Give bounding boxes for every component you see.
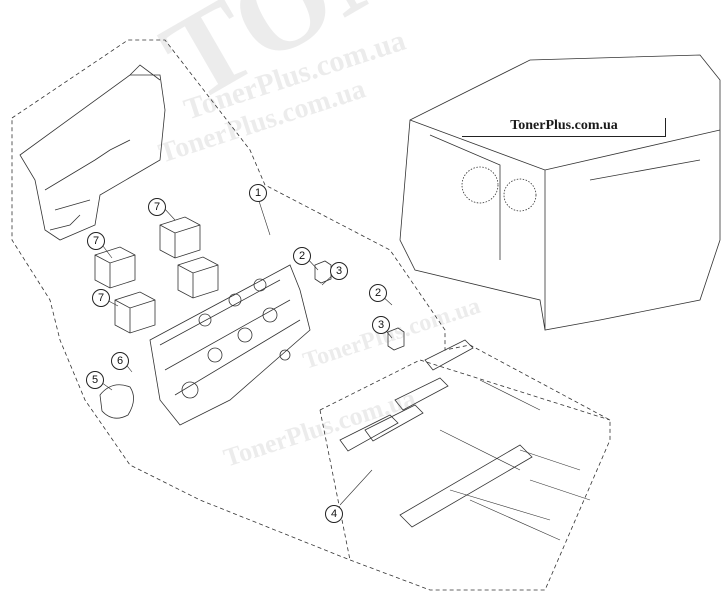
printer-body	[399, 54, 721, 331]
leader-lines	[97, 197, 393, 506]
sensor-unit-a	[314, 260, 332, 284]
callout-7: 7	[148, 198, 166, 216]
assembly-boundary-dashed	[11, 39, 611, 591]
top-bracket-frame	[19, 64, 166, 241]
sub-boundary-dashed	[319, 359, 611, 561]
stepper-motor-group	[94, 216, 219, 334]
sensor-unit-b	[387, 327, 405, 351]
fan-grille	[461, 166, 499, 204]
lever-arms	[339, 339, 533, 528]
fan-grille	[503, 178, 537, 212]
callout-2: 2	[293, 247, 311, 265]
callout-3: 3	[372, 316, 390, 334]
spring-rods	[439, 379, 591, 541]
gear-plate-assembly	[149, 264, 311, 426]
callout-5: 5	[86, 371, 104, 389]
callout-2: 2	[369, 284, 387, 302]
callout-3: 3	[330, 262, 348, 280]
header-label: TonerPlus.com.ua	[510, 118, 618, 133]
callout-1: 1	[249, 184, 267, 202]
callout-7: 7	[87, 232, 105, 250]
header-tick	[665, 118, 666, 137]
small-motor	[99, 384, 134, 419]
callout-4: 4	[325, 505, 343, 523]
gear-circles	[181, 278, 291, 399]
header-underline	[462, 136, 666, 137]
callout-7: 7	[92, 289, 110, 307]
callout-6: 6	[111, 352, 129, 370]
